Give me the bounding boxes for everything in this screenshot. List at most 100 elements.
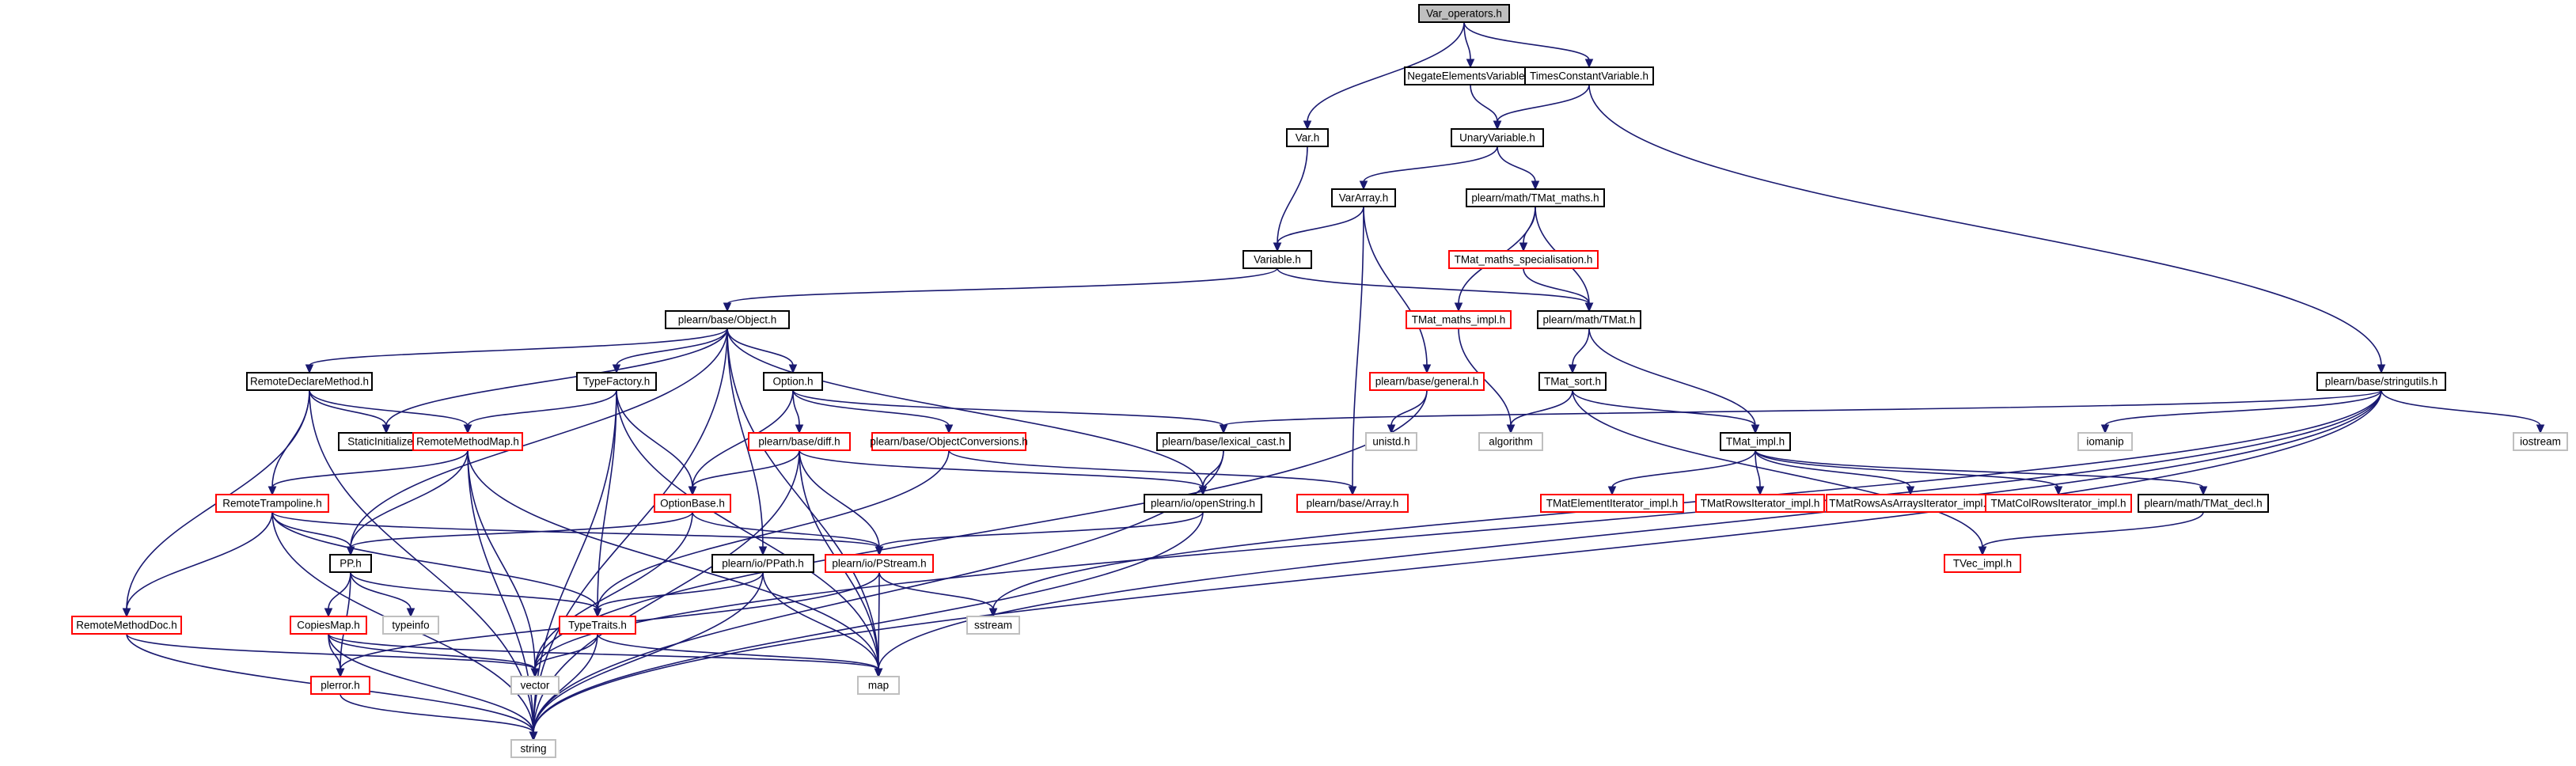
edge-arrowhead (122, 608, 131, 618)
file-node-copiesmap[interactable]: CopiesMap.h (290, 616, 367, 635)
edge-line (1755, 449, 2059, 488)
edge-line (1572, 328, 1590, 366)
file-node-typefactory[interactable]: TypeFactory.h (576, 372, 657, 391)
file-node-unary[interactable]: UnaryVariable.h (1451, 128, 1544, 147)
file-node-tvec-impl[interactable]: TVec_impl.h (1944, 554, 2021, 573)
include-edge-typefactory-to-typetraits (593, 389, 617, 618)
edge-arrowhead (1584, 59, 1594, 69)
file-node-tmatrowsarr[interactable]: TMatRowsAsArraysIterator_impl.h (1826, 494, 1995, 513)
include-edge-tmat_impl-to-tmatrowsarr (1755, 449, 1915, 496)
edge-arrowhead (874, 546, 884, 556)
file-node-var-operators[interactable]: Var_operators.h (1418, 4, 1510, 23)
file-node-typeinfo: typeinfo (382, 616, 439, 635)
file-node-algorithm: algorithm (1478, 432, 1543, 451)
file-node-negate[interactable]: NegateElementsVariable.h (1404, 66, 1537, 85)
node-box (310, 676, 370, 695)
file-node-object[interactable]: plearn/base/Object.h (665, 310, 790, 329)
file-node-option[interactable]: Option.h (763, 372, 823, 391)
node-box (1451, 128, 1544, 147)
file-node-var[interactable]: Var.h (1286, 128, 1329, 147)
edge-line (727, 267, 1278, 305)
node-label: TimesConstantVariable.h (1530, 70, 1648, 82)
edge-line (533, 389, 2382, 734)
node-box (966, 616, 1020, 635)
edge-line (350, 571, 412, 610)
file-node-variable[interactable]: Variable.h (1242, 250, 1312, 269)
node-label: CopiesMap.h (297, 620, 360, 631)
include-edge-remotemethodmap-to-pp (346, 449, 469, 556)
edge-line (692, 511, 880, 548)
file-node-openstring[interactable]: plearn/io/openString.h (1144, 494, 1262, 513)
edge-arrowhead (305, 364, 314, 374)
node-box (510, 739, 556, 758)
file-node-lexical[interactable]: plearn/base/lexical_cast.h (1156, 432, 1291, 451)
file-node-tmatcolrows[interactable]: TMatColRowsIterator_impl.h (1985, 494, 2132, 513)
include-edge-optionbase-to-pstream (692, 511, 884, 556)
edge-line (1572, 389, 1756, 427)
edge-arrowhead (346, 546, 355, 556)
file-node-optionbase[interactable]: OptionBase.h (654, 494, 731, 513)
file-node-tmatrows[interactable]: TMatRowsIterator_impl.h (1695, 494, 1825, 513)
file-node-plerror[interactable]: plerror.h (310, 676, 370, 695)
file-node-tmat-maths-spec[interactable]: TMat_maths_specialisation.h (1448, 250, 1599, 269)
edge-line (467, 389, 617, 427)
include-edge-object-to-option (727, 328, 798, 374)
file-node-array[interactable]: plearn/base/Array.h (1296, 494, 1409, 513)
file-node-remotemethodmap[interactable]: RemoteMethodMap.h (412, 432, 523, 451)
node-label: OptionBase.h (660, 498, 725, 510)
file-node-tmat-maths[interactable]: plearn/math/TMat_maths.h (1466, 188, 1605, 207)
edge-arrowhead (2100, 424, 2110, 434)
file-node-general[interactable]: plearn/base/general.h (1369, 372, 1485, 391)
edge-line (328, 633, 534, 734)
edge-line (467, 449, 879, 670)
include-edge-diff-to-optionbase (688, 449, 800, 496)
edge-line (1572, 389, 1983, 548)
file-node-vararray[interactable]: VarArray.h (1331, 188, 1396, 207)
edge-line (1223, 389, 2382, 427)
file-node-typetraits[interactable]: TypeTraits.h (559, 616, 636, 635)
node-box (215, 494, 329, 513)
file-node-tmat-impl[interactable]: TMat_impl.h (1720, 432, 1791, 451)
file-node-tmat-decl[interactable]: plearn/math/TMat_decl.h (2138, 494, 2269, 513)
include-edge-option-to-lexical (792, 389, 1228, 434)
edge-line (1363, 206, 1428, 366)
edge-arrowhead (1584, 302, 1594, 313)
file-node-tmatelem[interactable]: TMatElementIterator_impl.h (1540, 494, 1684, 513)
file-node-stringutils[interactable]: plearn/base/stringutils.h (2316, 372, 2446, 391)
edge-arrowhead (1519, 242, 1528, 252)
node-box (576, 372, 657, 391)
edge-arrowhead (529, 731, 538, 741)
node-label: Variable.h (1254, 254, 1301, 266)
node-box (1331, 188, 1396, 207)
node-box (1286, 128, 1329, 147)
file-node-tmat[interactable]: plearn/math/TMat.h (1537, 310, 1641, 329)
file-node-tmat-maths-impl[interactable]: TMat_maths_impl.h (1406, 310, 1512, 329)
file-node-staticinit[interactable]: StaticInitializer.h (338, 432, 434, 451)
file-node-objconv[interactable]: plearn/base/ObjectConversions.h (870, 432, 1028, 451)
include-edge-stringutils-to-iostream (2381, 389, 2545, 434)
edge-line (309, 328, 728, 366)
file-node-times[interactable]: TimesConstantVariable.h (1524, 66, 1654, 85)
file-node-remotedeclare[interactable]: RemoteDeclareMethod.h (246, 372, 373, 391)
node-label: plearn/base/diff.h (758, 436, 840, 448)
file-node-remotemethoddoc[interactable]: RemoteMethodDoc.h (71, 616, 182, 635)
file-node-diff[interactable]: plearn/base/diff.h (748, 432, 851, 451)
edge-line (533, 633, 598, 734)
file-node-pstream[interactable]: plearn/io/PStream.h (825, 554, 934, 573)
include-edge-object-to-typefactory (612, 328, 728, 374)
edge-line (1307, 21, 1465, 123)
edge-line (1202, 449, 1224, 488)
file-node-pp[interactable]: PP.h (329, 554, 372, 573)
include-edge-tmat_sort-to-tmat_impl (1572, 389, 1760, 434)
file-node-remotetramp[interactable]: RemoteTrampoline.h (215, 494, 329, 513)
edge-line (350, 511, 693, 548)
node-box (2077, 432, 2133, 451)
edge-arrowhead (874, 668, 883, 678)
edge-arrowhead (2377, 364, 2386, 374)
edge-line (350, 571, 598, 610)
node-label: vector (521, 680, 550, 692)
file-node-ppath[interactable]: plearn/io/PPath.h (711, 554, 814, 573)
file-node-tmat-sort[interactable]: TMat_sort.h (1538, 372, 1607, 391)
include-edge-vararray-to-variable (1273, 206, 1364, 252)
include-edge-remotemethodmap-to-vector (467, 449, 540, 678)
